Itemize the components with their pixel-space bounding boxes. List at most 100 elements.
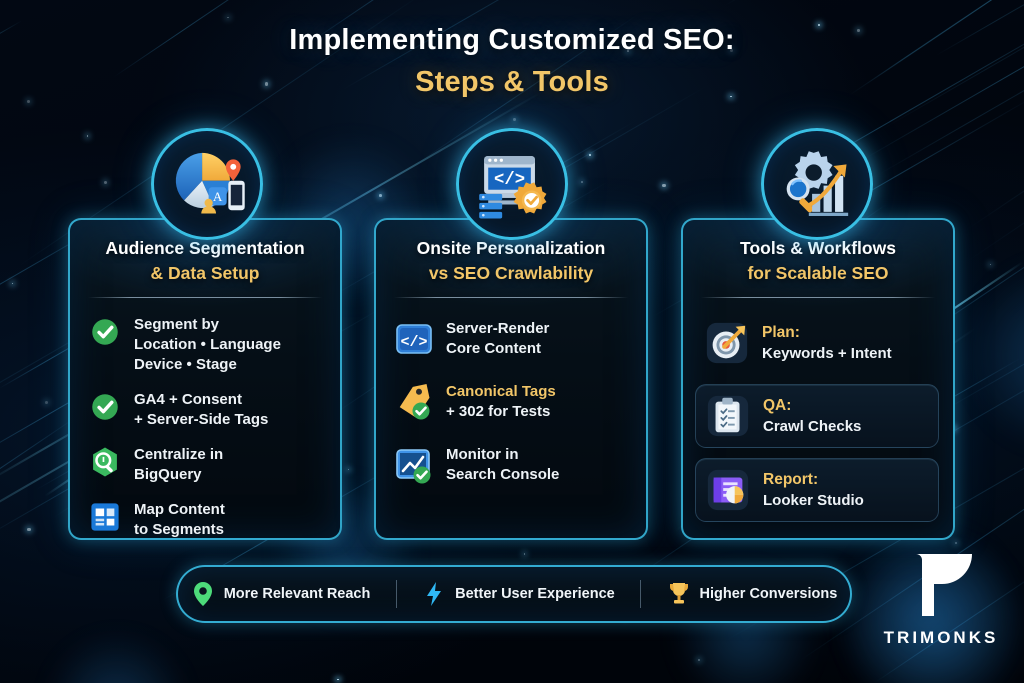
brand-logo: TRIMONKS (876, 548, 1006, 648)
card-title-line-2: & Data Setup (150, 262, 260, 283)
audience-analytics-badge: A (151, 128, 263, 240)
item-line: Monitor in (446, 446, 519, 464)
benefit-label: Higher Conversions (699, 586, 838, 602)
item-label: Report: (763, 471, 819, 489)
item-line: + Server-Side Tags (134, 411, 269, 429)
card-divider (701, 297, 935, 299)
card-header: Onsite Personalization vs SEO Crawlabili… (376, 220, 646, 283)
card-title-line-2: for Scalable SEO (747, 262, 889, 283)
list-item-text: Report: Looker Studio (763, 470, 864, 510)
list-item-text: GA4 + Consent + Server-Side Tags (134, 389, 268, 430)
item-line: Device • Stage (134, 356, 237, 374)
translate-icon: A (208, 187, 227, 206)
item-line: Segment by (134, 316, 220, 334)
pie-chart-icon: A (175, 152, 245, 214)
lightning-bolt-icon (422, 581, 446, 607)
mobile-phone-icon (228, 180, 245, 211)
green-check-icon (88, 315, 122, 349)
item-sub: Crawl Checks (763, 417, 862, 435)
list-item: </> Server-Render Core Content (394, 318, 630, 359)
item-line: to Segments (134, 520, 225, 538)
page-title: Implementing Customized SEO: Steps & Too… (0, 24, 1024, 99)
benefits-bar: More Relevant Reach Better User Experien… (176, 565, 852, 623)
card-header: Tools & Workflows for Scalable SEO (683, 220, 953, 283)
bar-chart-icon (786, 151, 849, 216)
bigquery-icon (88, 445, 122, 479)
card-title-line-2: vs SEO Crawlability (428, 262, 594, 283)
card-onsite-personalization: Onsite Personalization vs SEO Crawlabili… (374, 218, 648, 540)
item-line: BigQuery (134, 465, 202, 483)
divider (395, 580, 397, 608)
title-line-1: Implementing Customized SEO: (289, 24, 735, 56)
title-line-2: Steps & Tools (415, 66, 609, 98)
seo-growth-badge (761, 128, 873, 240)
list-item: Map Content to Segments (88, 499, 324, 540)
card-title-line-1: Onsite Personalization (416, 238, 606, 258)
card-header: Audience Segmentation & Data Setup (70, 220, 340, 283)
item-sub: Looker Studio (763, 491, 864, 509)
divider (640, 580, 642, 608)
location-pin-icon (225, 159, 241, 181)
green-check-icon (88, 390, 122, 424)
item-line: GA4 + Consent (134, 391, 242, 409)
list-item: GA4 + Consent + Server-Side Tags (88, 389, 324, 430)
list-item: Monitor in Search Console (394, 444, 630, 485)
card-title-line-1: Audience Segmentation (105, 238, 305, 258)
person-icon (201, 198, 217, 214)
browser-window-icon: </> (479, 156, 547, 219)
card-items: Plan: Keywords + Intent (683, 298, 953, 523)
item-label: Plan: (762, 324, 800, 342)
report-chart-icon (705, 467, 751, 513)
item-line: Map Content (134, 500, 225, 518)
code-window-badge: </> (456, 128, 568, 240)
card-tools-workflows: Tools & Workflows for Scalable SEO (681, 218, 955, 540)
server-stack-icon (479, 193, 503, 219)
list-item: Report: Looker Studio (695, 458, 939, 523)
item-line: Centralize in (134, 445, 224, 463)
clipboard-check-icon (705, 393, 751, 439)
list-item-text: Canonical Tags + 302 for Tests (446, 381, 556, 422)
chart-check-icon (394, 445, 434, 485)
list-item: Canonical Tags + 302 for Tests (394, 381, 630, 422)
gear-check-icon (513, 182, 547, 214)
list-item: Plan: Keywords + Intent (695, 312, 939, 374)
brand-wordmark: TRIMONKS (883, 628, 999, 647)
list-item: Segment by Location • Language Device • … (88, 314, 324, 375)
trophy-icon (667, 581, 691, 607)
card-divider (394, 297, 628, 299)
content-grid-icon (88, 500, 122, 534)
list-item-text: Monitor in Search Console (446, 444, 559, 485)
item-line: Server-Render (446, 320, 550, 338)
benefit-label: Better User Experience (455, 586, 615, 602)
benefit-more-relevant-reach: More Relevant Reach (191, 581, 371, 607)
list-item-text: Map Content to Segments (134, 499, 225, 540)
magnifier-icon (786, 177, 814, 213)
trimonks-t-mark-icon (910, 554, 972, 616)
list-item-text: Plan: Keywords + Intent (762, 323, 892, 363)
item-line: + 302 for Tests (446, 403, 551, 421)
benefit-label: More Relevant Reach (223, 586, 371, 602)
card-audience-segmentation: Audience Segmentation & Data Setup Segme… (68, 218, 342, 540)
code-tags-icon: </> (494, 171, 525, 190)
list-item: QA: Crawl Checks (695, 384, 939, 449)
benefit-higher-conversions: Higher Conversions (667, 581, 838, 607)
list-item-text: Server-Render Core Content (446, 318, 549, 359)
list-item-text: Centralize in BigQuery (134, 444, 223, 485)
code-tags-icon: </> (394, 319, 434, 359)
benefit-better-user-experience: Better User Experience (422, 581, 615, 607)
target-arrow-icon (704, 320, 750, 366)
card-items: Segment by Location • Language Device • … (70, 298, 340, 539)
item-line: Core Content (446, 340, 541, 358)
list-item: Centralize in BigQuery (88, 444, 324, 485)
list-item-text: QA: Crawl Checks (763, 396, 861, 436)
card-items: </> Server-Render Core Content (376, 298, 646, 485)
item-line: Canonical Tags (446, 383, 556, 401)
item-line: Location • Language (134, 336, 281, 354)
svg-text:A: A (213, 189, 223, 204)
up-arrow-icon (806, 164, 847, 208)
tag-check-icon (394, 382, 434, 422)
svg-text:</>: </> (400, 334, 427, 351)
item-line: Search Console (446, 466, 560, 484)
location-pin-icon (191, 581, 215, 607)
